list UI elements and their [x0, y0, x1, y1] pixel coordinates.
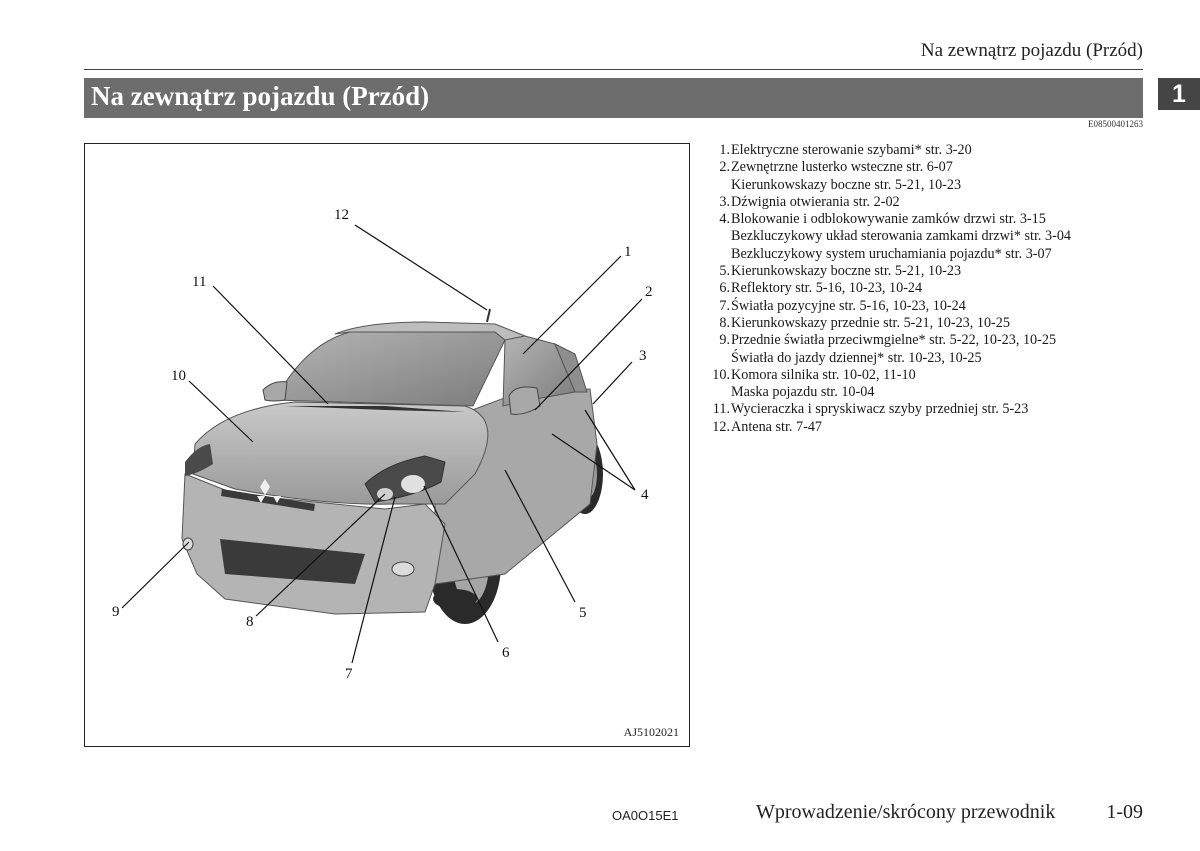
legend-item-text: Maska pojazdu str. 10-04 — [731, 384, 916, 401]
legend-item-number: 12. — [704, 419, 731, 436]
chapter-tab: 1 — [1158, 78, 1200, 110]
legend-item-number: 4. — [704, 211, 731, 263]
legend-item-number: 11. — [704, 401, 731, 418]
legend-item-number: 10. — [704, 367, 731, 402]
running-header-title: Na zewnątrz pojazdu (Przód) — [921, 40, 1143, 62]
legend-item-text: Zewnętrzne lusterko wsteczne str. 6-07 — [731, 159, 961, 176]
callout-8: 8 — [246, 614, 254, 630]
parts-legend-list: 1.Elektryczne sterowanie szybami* str. 3… — [704, 142, 1144, 436]
header-rule — [84, 69, 1143, 70]
legend-item: 2.Zewnętrzne lusterko wsteczne str. 6-07… — [704, 159, 1144, 194]
document-code: E08500401263 — [1088, 119, 1143, 129]
footer-section-title: Wprowadzenie/skrócony przewodnik — [756, 801, 1055, 824]
callout-7: 7 — [345, 666, 353, 682]
callout-12: 12 — [334, 207, 349, 223]
section-title: Na zewnątrz pojazdu (Przód) — [91, 81, 429, 112]
legend-item-number: 9. — [704, 332, 731, 367]
callout-10: 10 — [171, 368, 186, 384]
legend-item-number: 5. — [704, 263, 731, 280]
legend-item-text: Światła pozycyjne str. 5-16, 10-23, 10-2… — [731, 298, 966, 315]
legend-item-number: 8. — [704, 315, 731, 332]
legend-item: 8.Kierunkowskazy przednie str. 5-21, 10-… — [704, 315, 1144, 332]
page-number: 1-09 — [1106, 801, 1143, 824]
callout-6: 6 — [502, 645, 510, 661]
legend-item-text: Kierunkowskazy boczne str. 5-21, 10-23 — [731, 263, 961, 280]
legend-item: 4.Blokowanie i odblokowywanie zamków drz… — [704, 211, 1144, 263]
callout-5: 5 — [579, 605, 587, 621]
legend-item: 3.Dźwignia otwierania str. 2-02 — [704, 194, 1144, 211]
legend-item-text: Blokowanie i odblokowywanie zamków drzwi… — [731, 211, 1071, 228]
footer-code: OA0O15E1 — [612, 808, 679, 823]
legend-item-text: Światła do jazdy dziennej* str. 10-23, 1… — [731, 350, 1056, 367]
car-drawing — [182, 309, 603, 624]
legend-item: 12.Antena str. 7-47 — [704, 419, 1144, 436]
legend-item: 1.Elektryczne sterowanie szybami* str. 3… — [704, 142, 1144, 159]
legend-item: 9.Przednie światła przeciwmgielne* str. … — [704, 332, 1144, 367]
legend-item-text: Dźwignia otwierania str. 2-02 — [731, 194, 900, 211]
legend-item-number: 6. — [704, 280, 731, 297]
legend-item-text: Przednie światła przeciwmgielne* str. 5-… — [731, 332, 1056, 349]
legend-item: 6.Reflektory str. 5-16, 10-23, 10-24 — [704, 280, 1144, 297]
legend-item: 7.Światła pozycyjne str. 5-16, 10-23, 10… — [704, 298, 1144, 315]
legend-item-number: 1. — [704, 142, 731, 159]
callout-4: 4 — [641, 487, 649, 503]
legend-item-text: Bezkluczykowy układ sterowania zamkami d… — [731, 228, 1071, 245]
legend-item: 5.Kierunkowskazy boczne str. 5-21, 10-23 — [704, 263, 1144, 280]
car-front-illustration-frame: 1 2 3 4 5 6 7 8 9 10 11 12 AJ5102021 — [84, 143, 690, 747]
callout-1: 1 — [624, 244, 632, 260]
section-title-bar: Na zewnątrz pojazdu (Przód) — [84, 78, 1143, 118]
figure-code: AJ5102021 — [624, 725, 679, 740]
legend-item-number: 2. — [704, 159, 731, 194]
legend-item-text: Komora silnika str. 10-02, 11-10 — [731, 367, 916, 384]
callout-9: 9 — [112, 604, 120, 620]
legend-item-text: Reflektory str. 5-16, 10-23, 10-24 — [731, 280, 922, 297]
legend-item-text: Bezkluczykowy system uruchamiania pojazd… — [731, 246, 1071, 263]
legend-item: 11.Wycieraczka i spryskiwacz szyby przed… — [704, 401, 1144, 418]
legend-item-number: 3. — [704, 194, 731, 211]
legend-item-text: Wycieraczka i spryskiwacz szyby przednie… — [731, 401, 1028, 418]
legend-item-number: 7. — [704, 298, 731, 315]
legend-item-text: Antena str. 7-47 — [731, 419, 822, 436]
callout-2: 2 — [645, 284, 653, 300]
callout-3: 3 — [639, 348, 647, 364]
car-front-illustration: 1 2 3 4 5 6 7 8 9 10 11 12 — [85, 144, 690, 747]
legend-item-text: Elektryczne sterowanie szybami* str. 3-2… — [731, 142, 972, 159]
legend-item-text: Kierunkowskazy boczne str. 5-21, 10-23 — [731, 177, 961, 194]
legend-item-text: Kierunkowskazy przednie str. 5-21, 10-23… — [731, 315, 1010, 332]
callout-11: 11 — [192, 274, 206, 290]
